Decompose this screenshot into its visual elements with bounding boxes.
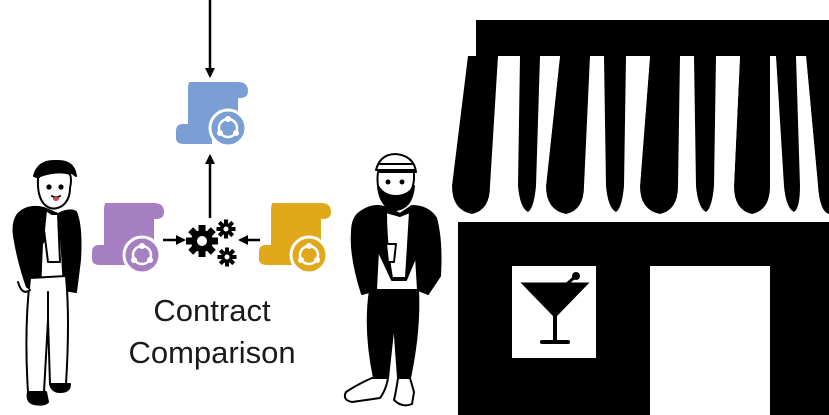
caption-line-1: Contract bbox=[112, 290, 312, 332]
right-contract-icon bbox=[259, 203, 331, 273]
person-right-icon bbox=[345, 154, 441, 405]
diagram-caption: Contract Comparison bbox=[112, 290, 312, 374]
shop-door bbox=[650, 266, 770, 415]
caption-line-2: Comparison bbox=[112, 332, 312, 374]
gears-icon bbox=[186, 220, 237, 267]
storefront-icon bbox=[452, 20, 829, 415]
person-left-icon bbox=[14, 161, 81, 405]
left-contract-icon bbox=[92, 203, 164, 273]
top-contract-icon bbox=[176, 82, 248, 146]
